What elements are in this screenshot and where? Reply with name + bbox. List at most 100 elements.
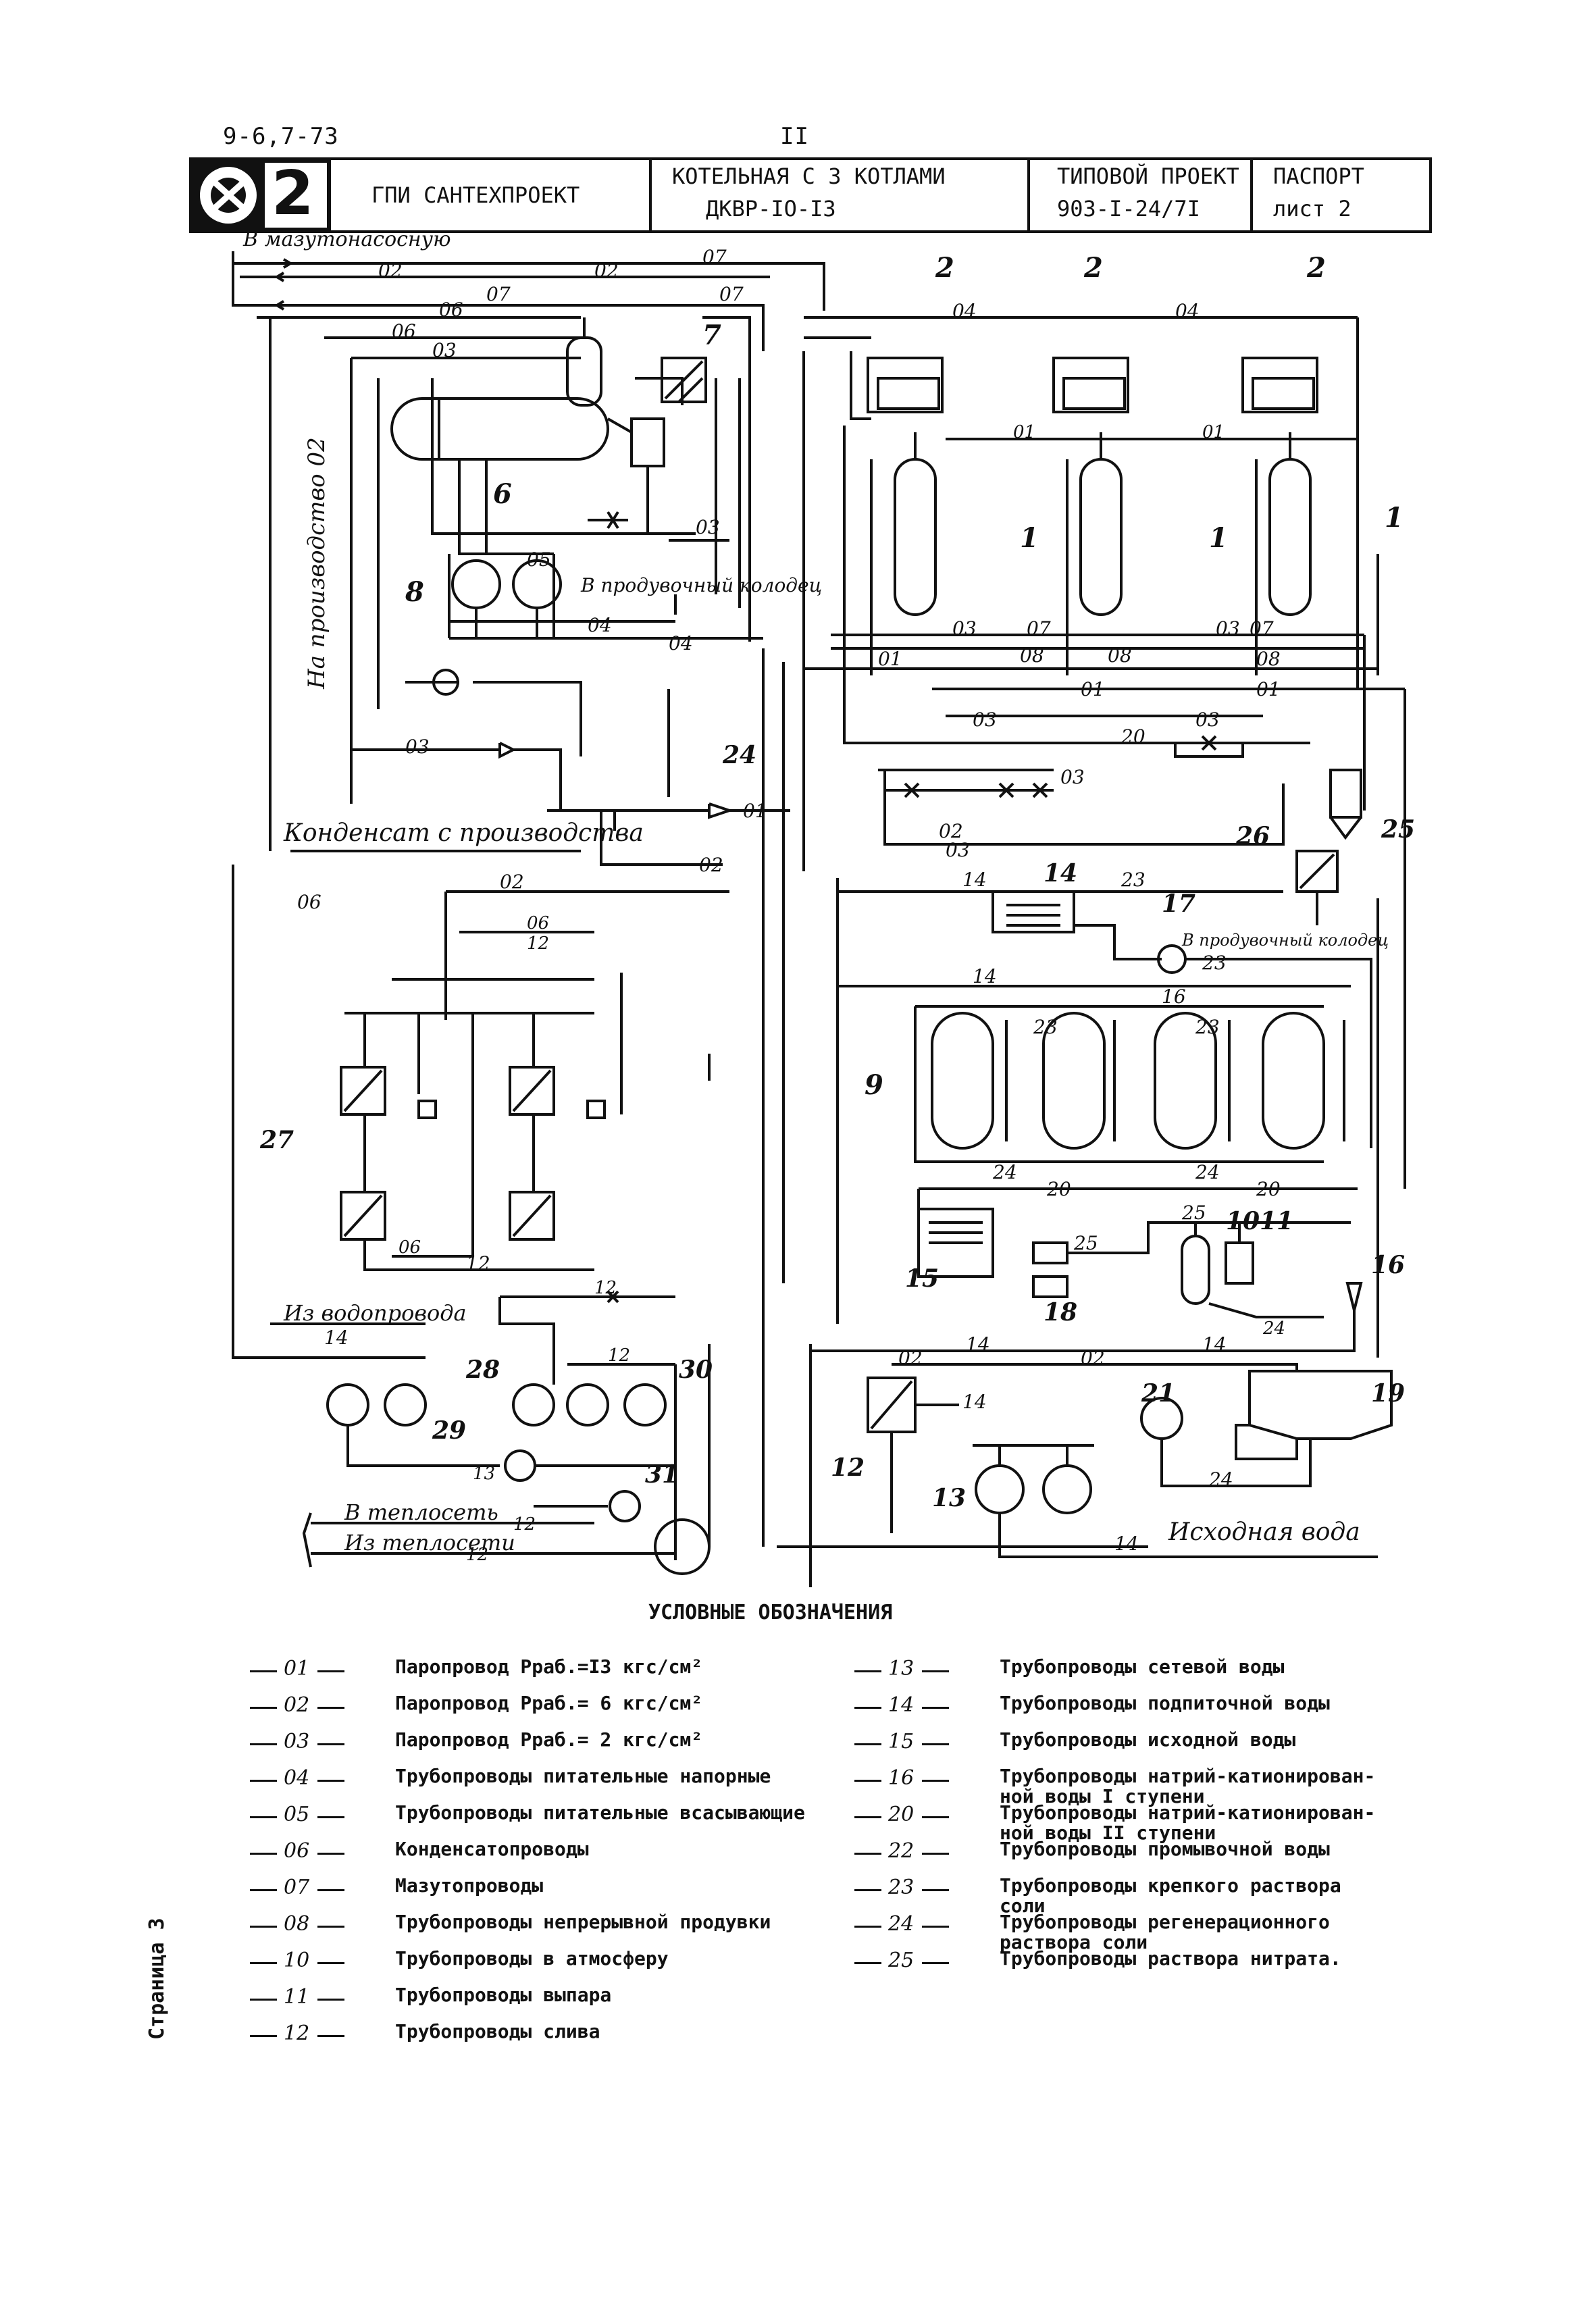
pipe-code: 02	[939, 820, 963, 842]
legend-line-sample	[854, 1780, 881, 1782]
sheet-big-number: 2	[272, 158, 314, 229]
pipe-code: 12	[594, 1278, 617, 1298]
pipe-code: 23	[1121, 869, 1145, 891]
pipe-code: 24	[1195, 1161, 1220, 1183]
legend-line-sample	[922, 1853, 949, 1855]
institute-logo-icon	[200, 163, 327, 228]
legend-code: 15	[888, 1730, 915, 1753]
legend-line-sample	[922, 1816, 949, 1818]
legend-line-sample	[317, 2035, 344, 2037]
pipe-code: 02	[378, 259, 403, 282]
legend-line-sample	[922, 1780, 949, 1782]
legend-line-sample	[317, 1816, 344, 1818]
pipe-code: 01	[878, 648, 902, 670]
equipment-number: 19	[1371, 1379, 1405, 1408]
pipe-code: 20	[1121, 725, 1145, 748]
label-condensate-from-production: Конденсат с производства	[283, 819, 644, 847]
pipe-code: 03	[1195, 709, 1220, 731]
pipe-code: 12	[527, 933, 549, 954]
pipe-code: 02	[898, 1347, 923, 1369]
legend-description: Паропровод Рраб.=I3 кгс/см²	[395, 1655, 703, 1678]
legend-code: 22	[888, 1839, 915, 1863]
legend-code: 23	[888, 1876, 915, 1899]
salt-pump-21	[1140, 1397, 1312, 1487]
legend-line-sample	[250, 1816, 277, 1818]
legend-code: 20	[888, 1803, 915, 1826]
legend-code: 04	[284, 1766, 310, 1790]
equipment-number: 1	[1385, 502, 1404, 534]
equipment-number: 6	[493, 478, 512, 510]
pipe-code: 24	[1208, 1468, 1233, 1491]
equipment-number: 28	[465, 1356, 500, 1384]
legend-description: Трубопроводы натрий-катионирован- ной во…	[1000, 1801, 1376, 1844]
pipe-code: 03	[432, 339, 457, 361]
legend-line-sample	[250, 2035, 277, 2037]
boiler-headers	[802, 316, 1405, 871]
pipe-code: 03	[952, 617, 977, 640]
equipment-number: 1	[1020, 522, 1039, 554]
pipe-code: 13	[473, 1464, 495, 1484]
legend-line-sample	[250, 1999, 277, 2001]
equipment-number: 10	[1226, 1207, 1260, 1235]
legend-description: Трубопроводы исходной воды	[1000, 1728, 1296, 1751]
legend-description: Трубопроводы в атмосферу	[395, 1947, 669, 1970]
network-pumps-28-29-30	[270, 1290, 711, 1575]
type-project-line2: 903-I-24/7I	[1057, 196, 1200, 222]
label-from-heat-network: Из теплосети	[344, 1530, 515, 1555]
middle-trunk-lines	[708, 648, 1406, 1547]
pipe-code: 12	[466, 1545, 488, 1565]
page-number: II	[780, 123, 809, 150]
boiler-unit-1	[867, 357, 944, 616]
pipe-code: 08	[1020, 644, 1044, 667]
salt-tank-14	[838, 890, 1372, 1148]
pipe-code: 06	[398, 1237, 421, 1258]
legend-code: 10	[284, 1949, 310, 1972]
pipe-code: 06	[297, 891, 321, 913]
legend-line-sample	[250, 1889, 277, 1891]
equipment-number: 16	[1371, 1251, 1405, 1279]
pipe-code: 06	[439, 299, 463, 321]
pipe-code: 23	[1195, 1016, 1220, 1038]
legend-description: Трубопроводы раствора нитрата.	[1000, 1947, 1341, 1970]
legend-line-sample	[317, 1962, 344, 1964]
pipe-code: 14	[324, 1327, 349, 1349]
pipe-code: 04	[1175, 300, 1200, 322]
legend-code: 16	[888, 1766, 915, 1790]
legend-code: 14	[888, 1693, 915, 1717]
pipe-code: 04	[952, 300, 977, 322]
legend-code: 12	[284, 2022, 310, 2045]
legend-description: Трубопроводы непрерывной продувки	[395, 1911, 771, 1933]
pipe-code: 07	[1027, 617, 1051, 640]
pipe-code: 14	[962, 869, 987, 891]
equipment-number: 15	[905, 1264, 939, 1293]
legend-code: 13	[888, 1657, 915, 1680]
pipe-code: 02	[594, 259, 619, 282]
pipe-code: 12	[608, 1345, 630, 1366]
label-to-production: На производство 02	[303, 437, 330, 690]
equipment-number: 21	[1141, 1379, 1175, 1408]
organization-cell: ГПИ САНТЕХПРОЕКТ	[331, 157, 652, 233]
pipe-code: 16	[1162, 985, 1186, 1008]
pipe-code: 14	[1202, 1333, 1227, 1356]
pipe-code: 14	[962, 1391, 987, 1413]
equipment-number: 1	[1209, 522, 1228, 554]
regeneration-tank-15	[917, 1189, 994, 1278]
legend-line-sample	[922, 1889, 949, 1891]
legend-line-sample	[922, 1670, 949, 1672]
legend-line-sample	[854, 1962, 881, 1964]
legend-line-sample	[922, 1962, 949, 1964]
pipe-code: 14	[973, 965, 997, 987]
pipe-code: 03	[1060, 766, 1085, 788]
pipe-code: 20	[1046, 1178, 1071, 1200]
dosing-tanks-10-11	[1181, 1223, 1363, 1352]
legend-line-sample	[922, 1926, 949, 1928]
network-heaters-27	[340, 890, 729, 1271]
legend-code: 05	[284, 1803, 310, 1826]
pipe-code: 03	[405, 736, 430, 758]
equipment-number-group: 2 2 2 1 1 1 6 7 8 9 10 11 12 13 14 15 16…	[259, 252, 1415, 1512]
pipe-code: 07	[719, 283, 744, 305]
legend-line-sample	[250, 1743, 277, 1745]
equipment-number: 9	[865, 1069, 883, 1101]
equipment-number: 12	[831, 1454, 865, 1482]
pipe-code: 12	[513, 1514, 536, 1535]
